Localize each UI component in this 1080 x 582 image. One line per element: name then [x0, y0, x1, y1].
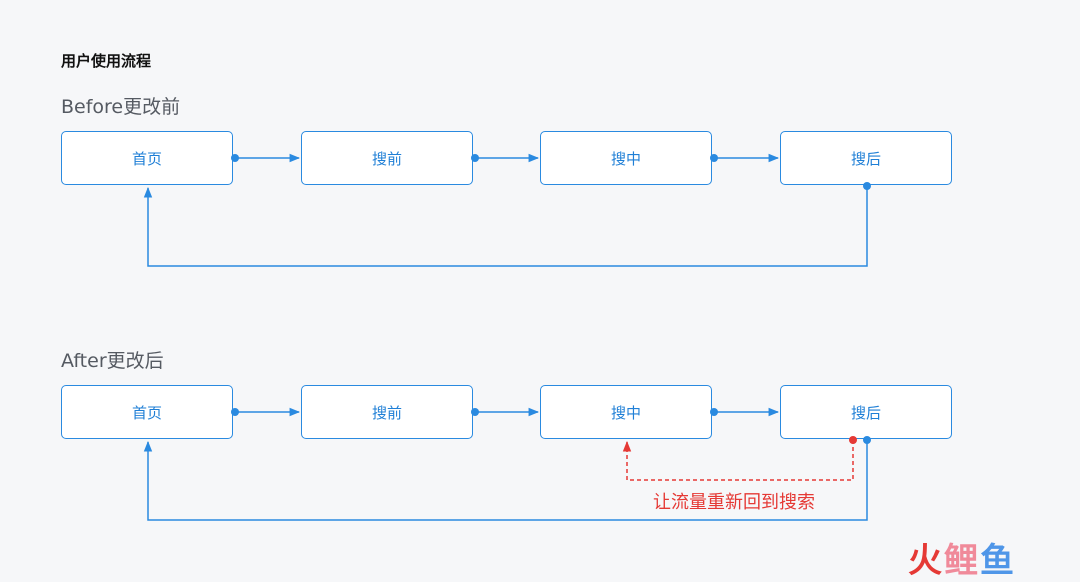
- watermark-logo: 火鲤鱼: [908, 533, 1016, 582]
- before-node-pre-search[interactable]: 搜前: [301, 131, 473, 185]
- after-dashed-post-to-in-search: [622, 436, 857, 481]
- after-node-home-label: 首页: [131, 403, 162, 422]
- before-arrow-pre-to-in: [471, 153, 540, 163]
- before-arrow-home-to-pre: [231, 153, 301, 163]
- before-section-title: Before更改前: [61, 96, 181, 118]
- return-to-search-note: 让流量重新回到搜索: [653, 492, 815, 513]
- after-arrow-in-to-post: [710, 407, 780, 417]
- after-section-title: After更改后: [61, 350, 164, 372]
- after-node-in-search-label: 搜中: [610, 403, 641, 422]
- before-node-post-search-label: 搜后: [850, 149, 881, 168]
- watermark-part-2: 鲤: [944, 541, 980, 581]
- before-arrow-in-to-post: [710, 153, 780, 163]
- before-node-pre-search-label: 搜前: [371, 149, 402, 168]
- after-node-post-search-label: 搜后: [850, 403, 881, 422]
- after-node-in-search[interactable]: 搜中: [540, 385, 712, 439]
- after-node-pre-search[interactable]: 搜前: [301, 385, 473, 439]
- before-node-post-search[interactable]: 搜后: [780, 131, 952, 185]
- before-node-in-search[interactable]: 搜中: [540, 131, 712, 185]
- watermark-part-3: 鱼: [980, 541, 1016, 581]
- page-title: 用户使用流程: [61, 52, 152, 70]
- before-loop-post-to-home: [143, 182, 871, 267]
- after-node-home[interactable]: 首页: [61, 385, 233, 439]
- before-node-home[interactable]: 首页: [61, 131, 233, 185]
- watermark-part-1: 火: [908, 541, 944, 581]
- before-node-in-search-label: 搜中: [610, 149, 641, 168]
- after-arrow-home-to-pre: [231, 407, 301, 417]
- after-node-post-search[interactable]: 搜后: [780, 385, 952, 439]
- after-arrow-pre-to-in: [471, 407, 540, 417]
- after-loop-post-to-home: [143, 436, 871, 521]
- after-node-pre-search-label: 搜前: [371, 403, 402, 422]
- before-node-home-label: 首页: [131, 149, 162, 168]
